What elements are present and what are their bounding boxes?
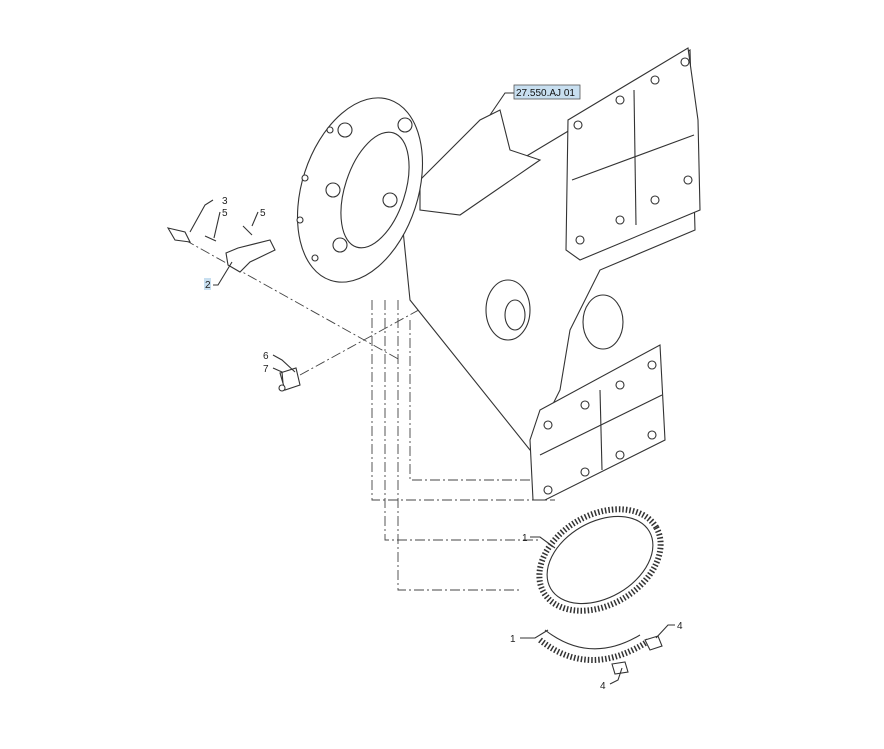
callout-4-right: 4 bbox=[677, 621, 683, 632]
callout-5-right: 5 bbox=[260, 208, 266, 219]
reference-label[interactable]: 27.550.AJ 01 bbox=[516, 88, 575, 99]
callout-4-lower: 4 bbox=[600, 681, 606, 692]
clip bbox=[278, 367, 301, 392]
speed-sensor bbox=[166, 227, 191, 243]
callout-2: 2 bbox=[205, 280, 211, 291]
callout-2-highlight bbox=[204, 278, 211, 290]
screws bbox=[204, 225, 253, 242]
callout-7: 7 bbox=[263, 364, 269, 375]
leader-lines bbox=[189, 92, 675, 685]
mounting-holes bbox=[543, 57, 693, 495]
callout-3: 3 bbox=[222, 196, 228, 207]
reference-label-box bbox=[513, 84, 581, 100]
callout-1-upper: 1 bbox=[522, 533, 528, 544]
bolts bbox=[611, 635, 663, 675]
axle-housing bbox=[399, 47, 701, 501]
callout-6: 6 bbox=[263, 351, 269, 362]
sensor-bracket bbox=[225, 239, 276, 273]
callout-5-left: 5 bbox=[222, 208, 228, 219]
callout-1-lower: 1 bbox=[510, 634, 516, 645]
tone-rings bbox=[536, 506, 664, 663]
hub-flange bbox=[296, 97, 424, 283]
